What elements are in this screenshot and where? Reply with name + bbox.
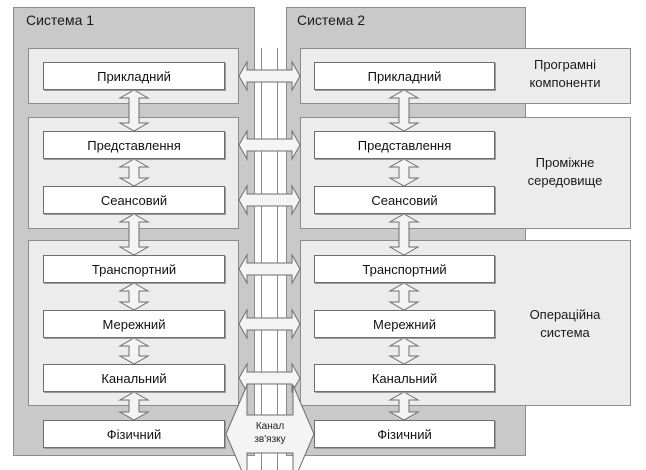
system-2-arrow-network-datalink [388, 337, 420, 365]
system-1-layer-session: Сеансовий [43, 186, 225, 214]
system-1-arrow-datalink-physical [118, 391, 150, 421]
system-2-arrow-application-presentation [388, 89, 420, 132]
system-2-arrow-session-transport [388, 213, 420, 256]
system-2-layer-presentation: Представлення [314, 131, 495, 159]
group-label-middleware: Проміжне середовище [500, 154, 630, 190]
group-label-os-line1: Операційна [529, 307, 601, 322]
channel-column [261, 48, 278, 470]
system-2-layer-physical: Фізичний [314, 420, 495, 448]
system-1-arrow-presentation-session [118, 158, 150, 187]
system-1-arrow-transport-network [118, 282, 150, 311]
system-2-layer-session: Сеансовий [314, 186, 495, 214]
system-1-layer-presentation: Представлення [43, 131, 225, 159]
system-2-layer-datalink: Канальний [314, 364, 495, 392]
system-1-arrow-application-presentation [118, 89, 150, 132]
system-1-title: Система 1 [26, 12, 95, 28]
peer-arrow-transport [238, 253, 301, 285]
system-2-title: Система 2 [297, 12, 366, 28]
system-1-layer-application: Прикладний [43, 62, 225, 90]
system-2-layer-network: Мережний [314, 310, 495, 338]
group-label-os-line2: система [540, 325, 590, 340]
system-2-arrow-datalink-physical [388, 391, 420, 421]
peer-arrow-session [238, 184, 301, 216]
system-1-arrow-session-transport [118, 213, 150, 256]
group-label-application-line1: Програмні [533, 57, 596, 72]
system-2-arrow-presentation-session [388, 158, 420, 187]
channel-label-line2: зв'язку [254, 434, 286, 445]
system-2-layer-application: Прикладний [314, 62, 495, 90]
group-label-os: Операційна система [500, 306, 630, 342]
system-1-layer-physical: Фізичний [43, 420, 225, 448]
system-1-layer-datalink: Канальний [43, 364, 225, 392]
system-1-arrow-network-datalink [118, 337, 150, 365]
group-label-application-line2: компоненти [529, 75, 601, 90]
group-label-middleware-line2: середовище [527, 173, 603, 188]
channel-label: Канал зв'язку [245, 420, 295, 446]
peer-arrow-application [238, 60, 301, 92]
peer-arrow-presentation [238, 129, 301, 161]
group-label-application: Програмні компоненти [500, 56, 630, 92]
peer-arrow-datalink [238, 362, 301, 394]
group-label-middleware-line1: Проміжне [535, 155, 595, 170]
system-1-layer-transport: Транспортний [43, 255, 225, 283]
system-2-layer-transport: Транспортний [314, 255, 495, 283]
channel-label-line1: Канал [255, 421, 285, 432]
peer-arrow-network [238, 308, 301, 340]
system-1-layer-network: Мережний [43, 310, 225, 338]
system-2-arrow-transport-network [388, 282, 420, 311]
